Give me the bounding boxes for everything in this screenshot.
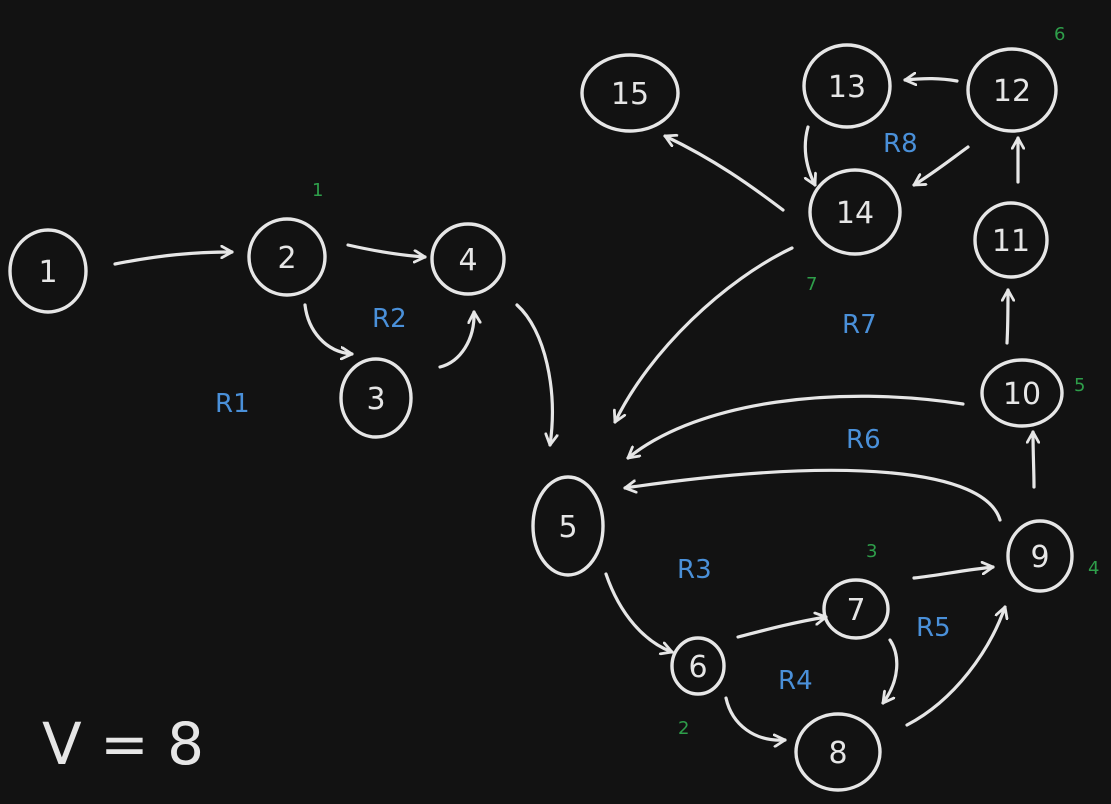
node-circle [822,578,890,640]
node-label: 14 [836,196,874,231]
edge-14-5 [615,246,794,424]
node-circle [247,217,327,297]
region-label: R8 [883,129,918,159]
order-label: 6 [1054,24,1065,45]
edge-7-8 [881,638,899,705]
node-label: 11 [992,224,1030,259]
node-circle [339,357,413,439]
order-label: 3 [866,541,877,562]
node-label: 12 [993,74,1031,109]
edge-8-9 [905,605,1005,727]
node-label: 3 [366,382,385,417]
node-8: 8 [794,712,882,792]
edge-13-14 [805,125,815,187]
edge-9-5 [623,468,1002,522]
regions-layer: R1 R2 R3 R4 R5 R6 R7 R8 [215,129,951,696]
node-2: 2 [247,217,327,297]
node-circle [580,53,680,133]
node-label: 2 [277,241,296,276]
node-label: 8 [828,736,847,771]
node-circle [430,222,506,296]
node-label: 15 [611,77,649,112]
node-11: 11 [973,201,1049,279]
order-label: 5 [1074,375,1085,396]
node-circle [966,47,1058,133]
node-label: 4 [458,243,477,278]
node-4: 4 [430,222,506,296]
region-label: R3 [677,555,712,585]
node-7: 7 [822,578,890,640]
node-circle [1006,519,1074,593]
node-6: 6 [670,636,726,696]
edge-1-2 [113,252,234,266]
edge-5-6 [604,572,674,652]
node-12: 12 [966,47,1058,133]
node-5: 5 [531,475,605,577]
node-label: 13 [828,70,866,105]
edge-10-5 [626,394,965,460]
order-label: 4 [1088,558,1099,579]
edge-4-5 [515,303,552,447]
edge-7-9 [912,567,995,580]
node-circle [808,168,902,256]
node-label: 7 [846,593,865,628]
order-labels-layer: 1 2 3 4 5 6 7 [312,24,1099,739]
node-9: 9 [1006,519,1074,593]
region-label: R2 [372,304,407,334]
edges-layer [113,79,1034,741]
node-circle [973,201,1049,279]
node-circle [802,43,892,129]
edge-9-10 [1033,430,1034,489]
edge-3-4 [438,310,474,369]
node-1: 1 [8,228,88,314]
order-label: 1 [312,180,323,201]
edge-12-14 [912,145,970,187]
node-label: 10 [1003,377,1041,412]
node-label: 6 [688,650,707,685]
edge-6-7 [736,617,828,639]
edge-6-8 [724,696,787,740]
region-label: R5 [916,613,951,643]
region-label: R4 [778,666,813,696]
node-14: 14 [808,168,902,256]
node-circle [531,475,605,577]
node-10: 10 [980,358,1064,428]
vertex-count-formula: V = 8 [42,710,204,778]
region-label: R1 [215,389,250,419]
node-circle [8,228,88,314]
edge-12-13 [903,79,959,81]
edge-2-4 [346,243,427,257]
order-label: 7 [806,274,817,295]
node-label: 5 [558,510,577,545]
node-13: 13 [802,43,892,129]
edge-10-11 [1007,288,1008,345]
node-label: 9 [1030,540,1049,575]
node-circle [980,358,1064,428]
node-circle [670,636,726,696]
region-label: R7 [842,310,877,340]
edge-2-3 [303,303,354,354]
edge-14-15 [663,136,785,212]
node-15: 15 [580,53,680,133]
node-circle [794,712,882,792]
order-label: 2 [678,718,689,739]
region-label: R6 [846,425,881,455]
node-label: 1 [38,255,57,290]
node-3: 3 [339,357,413,439]
